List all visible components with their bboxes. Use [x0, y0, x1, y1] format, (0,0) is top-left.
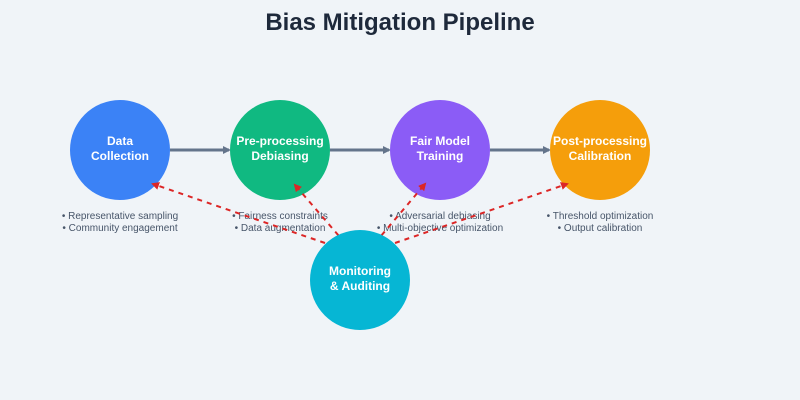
feedback-arrow-train — [374, 182, 427, 244]
monitoring-node[interactable]: Monitoring& Auditing — [310, 230, 410, 330]
monitoring-label-line2: & Auditing — [330, 279, 390, 293]
feedback-arrow-pre — [293, 183, 346, 244]
stage-bullet: • Threshold optimization — [547, 211, 654, 222]
stage-label-line1: Fair Model — [410, 134, 470, 148]
monitoring-label-line1: Monitoring — [329, 264, 391, 278]
stage-bullet: • Multi-objective optimization — [377, 223, 503, 234]
stage-label-line2: Calibration — [569, 149, 632, 163]
stage-label-line2: Collection — [91, 149, 149, 163]
stage-circle — [550, 100, 650, 200]
stage-circle — [70, 100, 170, 200]
monitoring-circle — [310, 230, 410, 330]
stage-label-line2: Training — [417, 149, 464, 163]
stage-bullet: • Adversarial debiasing — [389, 211, 490, 222]
stage-circle — [390, 100, 490, 200]
diagram-title: Bias Mitigation Pipeline — [265, 9, 534, 36]
stage-bullet: • Data augmentation — [235, 223, 326, 234]
feedback-arrow-data — [151, 182, 326, 244]
stage-label-line1: Pre-processing — [236, 134, 323, 148]
stage-bullet: • Community engagement — [62, 223, 177, 234]
stage-bullet: • Output calibration — [558, 223, 643, 234]
stage-bullet: • Representative sampling — [62, 211, 178, 222]
stage-label-line1: Post-processing — [553, 134, 647, 148]
stage-label-line2: Debiasing — [251, 149, 308, 163]
stage-label-line1: Data — [107, 134, 133, 148]
feedback-arrow-post — [394, 182, 569, 244]
stage-circle — [230, 100, 330, 200]
stage-bullet: • Fairness constraints — [232, 211, 328, 222]
